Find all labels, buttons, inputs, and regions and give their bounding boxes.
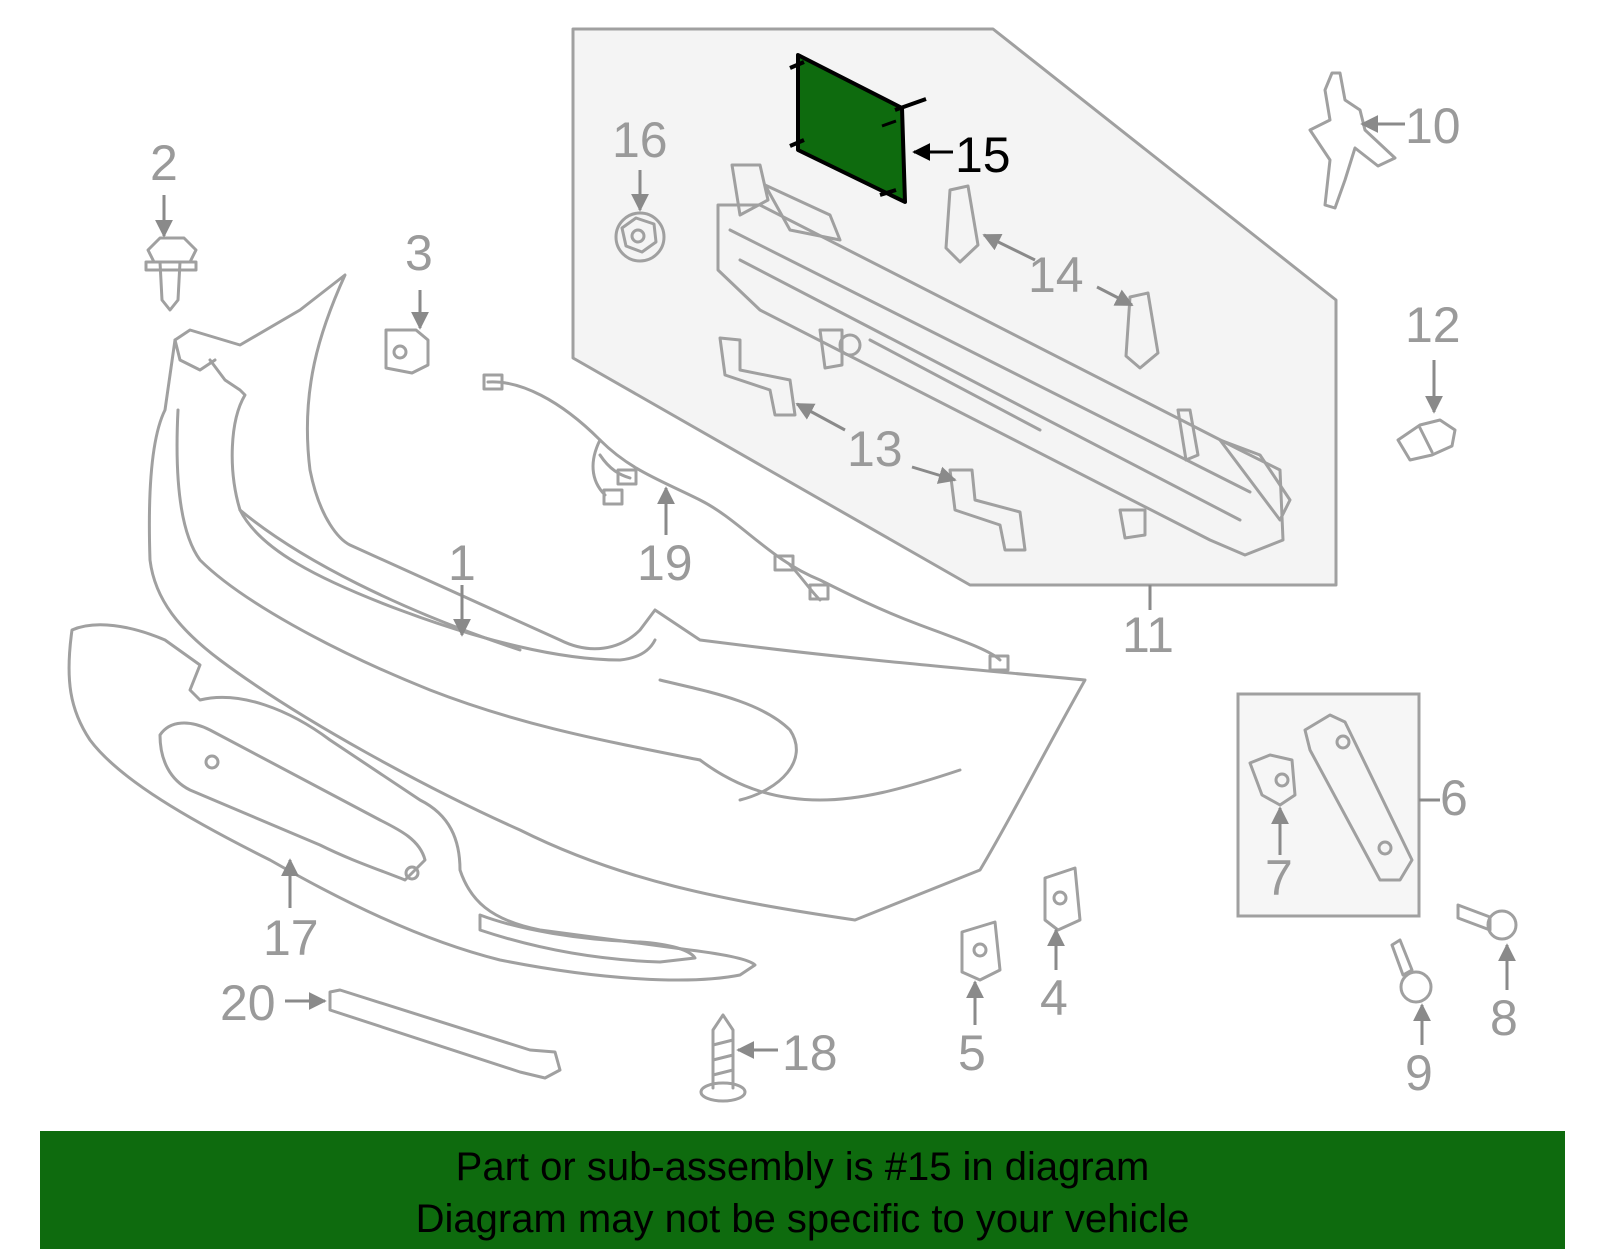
callout-3: 3 xyxy=(405,225,433,281)
callout-9: 9 xyxy=(1405,1045,1433,1101)
part-12-bolt[interactable] xyxy=(1396,418,1457,462)
part-13-brackets[interactable] xyxy=(718,336,1027,552)
leader-14a xyxy=(982,233,1036,262)
part-17-lower-valance[interactable] xyxy=(67,623,757,982)
part-16-nut[interactable] xyxy=(614,211,666,263)
part-15-plate[interactable] xyxy=(789,53,927,204)
part-7-clip[interactable] xyxy=(1248,753,1297,807)
part-11-reinforcement-beam[interactable] xyxy=(716,163,1292,557)
callout-5: 5 xyxy=(958,1025,986,1081)
callout-16: 16 xyxy=(612,112,668,168)
callout-13: 13 xyxy=(847,421,903,477)
callout-8: 8 xyxy=(1490,990,1518,1046)
part-8-screw[interactable] xyxy=(1456,903,1518,941)
subassembly-box-11 xyxy=(571,27,1338,587)
callout-14: 14 xyxy=(1028,247,1084,303)
part-3-nut-clip[interactable] xyxy=(384,328,430,375)
callout-19: 19 xyxy=(637,535,693,591)
part-10-bracket[interactable] xyxy=(1308,71,1397,210)
part-2-push-clip[interactable] xyxy=(144,236,198,312)
part-4-clip[interactable] xyxy=(1043,866,1082,932)
banner-line-1: Part or sub-assembly is #15 in diagram xyxy=(455,1145,1150,1189)
callout-17: 17 xyxy=(263,910,319,966)
callout-2: 2 xyxy=(150,135,178,191)
leader-14b xyxy=(1096,285,1134,307)
callout-4: 4 xyxy=(1040,970,1068,1026)
callout-1: 1 xyxy=(448,535,476,591)
callout-7: 7 xyxy=(1265,850,1293,906)
callout-18: 18 xyxy=(782,1025,838,1081)
part-18-rivet[interactable] xyxy=(699,1013,747,1103)
callout-6: 6 xyxy=(1440,770,1468,826)
part-14-brackets[interactable] xyxy=(944,184,1160,370)
leader-13b xyxy=(911,465,957,484)
part-19-wire-harness[interactable] xyxy=(482,373,1010,672)
part-5-clip[interactable] xyxy=(960,920,1002,982)
info-banner: Part or sub-assembly is #15 in diagram D… xyxy=(40,1131,1565,1249)
callout-12: 12 xyxy=(1405,297,1461,353)
part-6-bracket[interactable] xyxy=(1303,713,1414,882)
leader-13a xyxy=(795,402,846,432)
part-20-strip[interactable] xyxy=(328,988,562,1080)
banner-line-2: Diagram may not be specific to your vehi… xyxy=(415,1197,1190,1241)
callout-20: 20 xyxy=(220,975,276,1031)
callout-10: 10 xyxy=(1405,98,1461,154)
callout-11: 11 xyxy=(1122,607,1174,663)
callout-15: 15 xyxy=(955,127,1011,183)
part-9-screw[interactable] xyxy=(1390,938,1433,1004)
part-1-bumper-cover[interactable] xyxy=(147,273,1087,922)
